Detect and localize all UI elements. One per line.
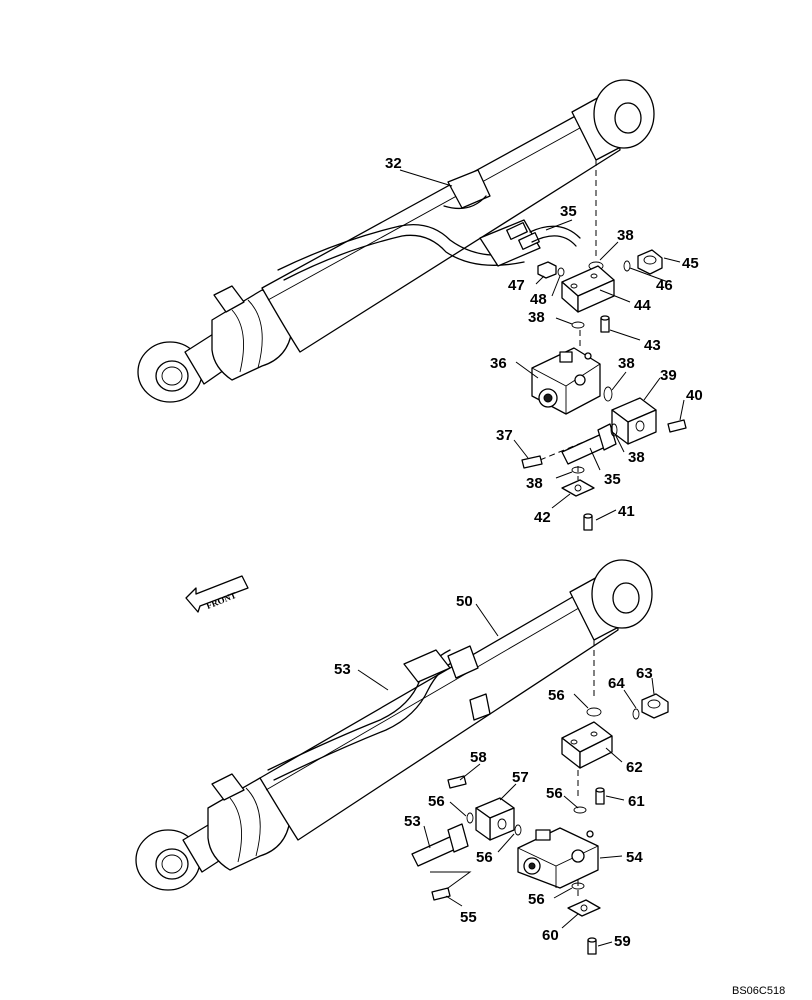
o-ring-38-mid (571, 321, 585, 329)
plate-60 (567, 899, 601, 917)
plate-42 (561, 479, 595, 497)
callout-38: 38 (528, 309, 545, 326)
o-ring-48 (557, 267, 565, 277)
callout-35: 35 (560, 203, 577, 220)
callout-63: 63 (636, 665, 653, 682)
callout-56: 56 (428, 793, 445, 810)
valve-36 (531, 347, 601, 415)
callout-41: 41 (618, 503, 635, 520)
o-ring-56-right (514, 824, 522, 836)
callout-56: 56 (548, 687, 565, 704)
callout-40: 40 (686, 387, 703, 404)
block-39 (611, 397, 657, 445)
callout-38: 38 (617, 227, 634, 244)
callout-62: 62 (626, 759, 643, 776)
bolt-61 (595, 787, 605, 805)
callout-60: 60 (542, 927, 559, 944)
bolt-43 (600, 315, 610, 333)
callout-48: 48 (530, 291, 547, 308)
pipe-35-lower (561, 423, 617, 465)
pipe-53-lower (411, 823, 469, 867)
block-44 (561, 265, 615, 313)
callout-64: 64 (608, 675, 625, 692)
bolt-41 (583, 513, 593, 531)
callout-38: 38 (526, 475, 543, 492)
callout-38: 38 (628, 449, 645, 466)
cylinder-50-assembly (135, 559, 653, 891)
callout-56: 56 (476, 849, 493, 866)
callout-38: 38 (618, 355, 635, 372)
callout-53: 53 (404, 813, 421, 830)
callout-39: 39 (660, 367, 677, 384)
callout-labels: 32 35 38 45 46 47 48 44 38 43 36 38 39 4… (334, 155, 703, 950)
callout-56: 56 (546, 785, 563, 802)
block-57 (475, 797, 515, 841)
cylinder-32-assembly (137, 79, 655, 403)
bolt-59 (587, 937, 597, 955)
bolt-55-bracket (430, 871, 472, 889)
bolt-55 (431, 887, 451, 901)
o-ring-56-bottom (571, 882, 585, 890)
callout-61: 61 (628, 793, 645, 810)
o-ring-64 (632, 708, 640, 720)
callout-36: 36 (490, 355, 507, 372)
leader-lines (357, 169, 685, 947)
o-ring-56-top (586, 707, 602, 717)
callout-59: 59 (614, 933, 631, 950)
callout-55: 55 (460, 909, 477, 926)
callout-42: 42 (534, 509, 551, 526)
drawing-code: BS06C518 (732, 985, 785, 997)
o-ring-38-flange (610, 423, 618, 437)
callout-54: 54 (626, 849, 643, 866)
front-arrow: FRONT (185, 575, 249, 613)
callout-56: 56 (528, 891, 545, 908)
callout-43: 43 (644, 337, 661, 354)
callout-32: 32 (385, 155, 402, 172)
callout-44: 44 (634, 297, 651, 314)
bolt-37 (521, 455, 543, 469)
callout-58: 58 (470, 749, 487, 766)
plug-45 (637, 249, 663, 275)
o-ring-46 (623, 260, 631, 272)
callout-57: 57 (512, 769, 529, 786)
callout-45: 45 (682, 255, 699, 272)
valve-54 (517, 827, 599, 889)
o-ring-38-valve (603, 386, 613, 402)
callout-47: 47 (508, 277, 525, 294)
callout-46: 46 (656, 277, 673, 294)
bolt-40 (667, 419, 687, 433)
o-ring-56-mid (573, 806, 587, 814)
callout-35: 35 (604, 471, 621, 488)
plug-47 (537, 261, 557, 279)
o-ring-56-left (466, 812, 474, 824)
block-62 (561, 721, 613, 769)
plug-63 (641, 693, 669, 719)
callout-50: 50 (456, 593, 473, 610)
callout-53: 53 (334, 661, 351, 678)
callout-37: 37 (496, 427, 513, 444)
o-ring-38-low (571, 466, 585, 474)
